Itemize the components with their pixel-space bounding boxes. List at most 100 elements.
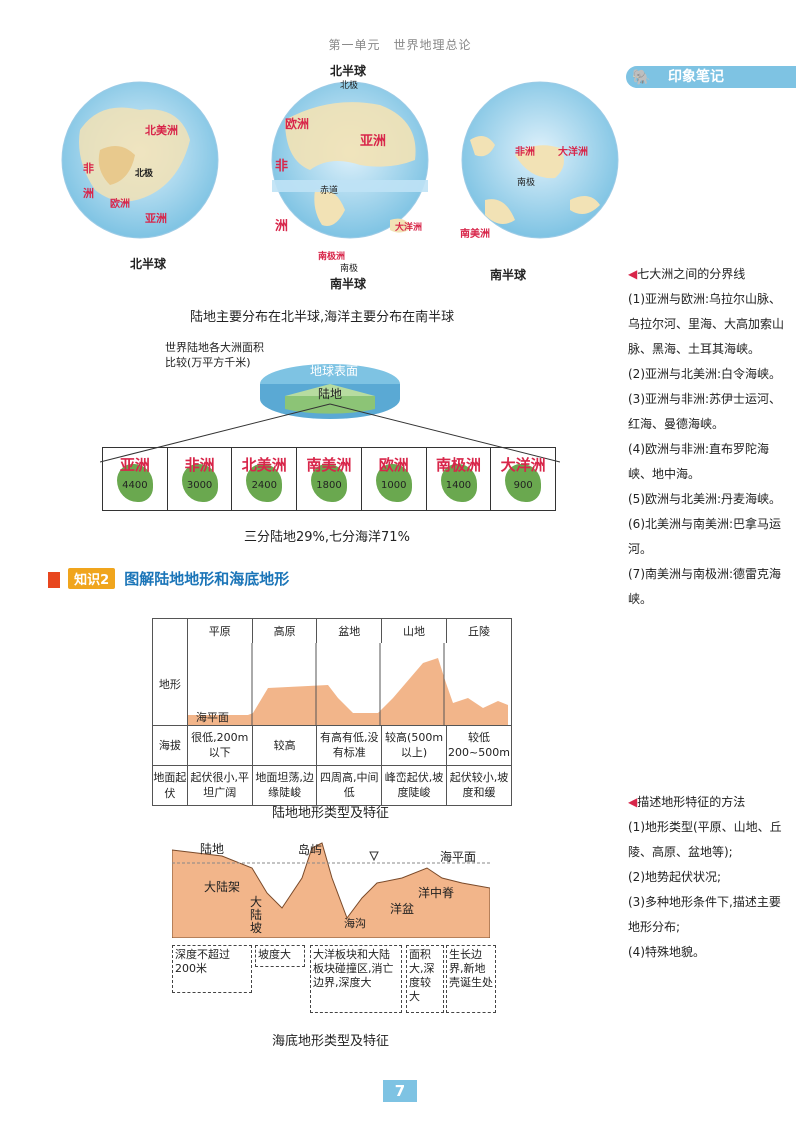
caption-land-landform: 陆地地形类型及特征 [272, 806, 390, 821]
triangle-icon: ◀ [628, 267, 638, 281]
note-item: (3)多种地形条件下,描述主要地形分布; [628, 895, 781, 934]
continent-shape [117, 464, 153, 502]
center-south-pole: 南极 [340, 264, 359, 274]
equator-globe [271, 81, 429, 239]
note2-list: (1)地形类型(平原、山地、丘陵、高原、盆地等);(2)地势起伏状况;(3)多种… [628, 815, 788, 965]
relief-cell: 起伏较小,坡度和缓 [445, 764, 513, 806]
sea-label-shelf: 大陆架 [204, 880, 241, 894]
continent-shape [375, 464, 412, 502]
note-item: (7)南美洲与南极洲:德雷克海峡。 [628, 567, 782, 606]
sea-label-slope: 大陆坡 [250, 895, 263, 935]
continent-shape [181, 464, 218, 502]
col-mountain: 山地 [381, 618, 447, 643]
seafloor-profile [172, 842, 490, 938]
col-plateau: 高原 [251, 618, 318, 643]
note1-title: 七大洲之间的分界线 [637, 267, 746, 281]
continent-cell: 南美洲 1800 [297, 448, 362, 510]
southern-hemisphere-globe [461, 81, 619, 239]
relief-cell: 四周高,中间低 [316, 764, 383, 806]
left-globe-title: 北半球 [130, 257, 167, 271]
page-number: 7 [383, 1080, 417, 1102]
continent-shape [505, 464, 542, 502]
land-landform-table: 平原 高原 盆地 山地 丘陵 地形 海平面 海拔 很低,200m以下较高有高有低… [152, 618, 513, 806]
continent-name: 亚洲 [119, 456, 150, 474]
continent-area: 1800 [316, 480, 342, 491]
note-item: (4)特殊地貌。 [628, 945, 705, 959]
triangle-icon: ◀ [628, 795, 638, 809]
elevation-cell: 较高 [251, 724, 318, 766]
note-continent-boundaries: ◀七大洲之间的分界线 (1)亚洲与欧洲:乌拉尔山脉、乌拉尔河、里海、大高加索山脉… [628, 262, 788, 612]
continent-cell: 大洋洲 900 [491, 448, 555, 510]
globe-label-africa-1: 非 [83, 162, 94, 175]
earth-disk-diagram [100, 364, 560, 463]
sea-label-basin: 洋盆 [390, 902, 415, 916]
page-header: 第一单元 世界地理总论 [328, 38, 472, 52]
sea-label-sea-level: 海平面 [440, 850, 477, 864]
box-slope: 坡度大 [255, 945, 305, 967]
continent-name: 南美洲 [306, 456, 352, 474]
relief-cell: 地面坦荡,边缘陡峻 [251, 764, 318, 806]
center-globe-top-title: 北半球 [330, 64, 367, 78]
continent-shape [311, 464, 348, 502]
elephant-icon: 🐘 [632, 68, 651, 86]
box-basin: 面积大,深度较大 [406, 945, 444, 1013]
globe-label-asia: 亚洲 [145, 212, 167, 225]
note-terrain-description: ◀描述地形特征的方法 (1)地形类型(平原、山地、丘陵、高原、盆地等);(2)地… [628, 790, 788, 965]
caption-seafloor: 海底地形类型及特征 [272, 1034, 390, 1049]
globe-label-africa-2: 洲 [83, 187, 94, 200]
continent-name: 非洲 [184, 456, 215, 474]
landform-profile-cell: 海平面 [186, 642, 513, 726]
note-item: (3)亚洲与非洲:苏伊士运河、红海、曼德海峡。 [628, 392, 782, 431]
knowledge-tag: 知识2 [68, 568, 116, 589]
notebook-title: 印象笔记 [668, 69, 724, 85]
center-north-pole: 北极 [340, 81, 359, 91]
note-item: (1)亚洲与欧洲:乌拉尔山脉、乌拉尔河、里海、大高加索山脉、黑海、土耳其海峡。 [628, 292, 785, 356]
sea-label-land: 陆地 [200, 842, 225, 856]
note-item: (5)欧洲与北美洲:丹麦海峡。 [628, 492, 782, 506]
continent-area: 3000 [186, 480, 213, 491]
elevation-cell: 较高(500m以上) [381, 724, 447, 766]
continent-area: 1400 [445, 480, 472, 491]
col-basin: 盆地 [316, 618, 383, 643]
center-label-antarctica: 南极洲 [318, 252, 346, 262]
caption-land-ocean: 三分陆地29%,七分海洋71% [244, 530, 410, 545]
continent-name: 大洋洲 [500, 456, 546, 474]
landform-profile [187, 642, 508, 725]
right-label-south-america: 南美洲 [460, 229, 490, 240]
continent-area: 900 [513, 480, 533, 491]
box-trench: 大洋板块和大陆板块碰撞区,消亡边界,深度大 [310, 945, 402, 1013]
relief-cell: 峰峦起伏,坡度陡峻 [381, 764, 447, 806]
northern-hemisphere-globe [61, 81, 219, 239]
disk-ocean-label: 海洋 [318, 348, 343, 362]
col-hill: 丘陵 [445, 618, 513, 643]
box-shelf: 深度不超过200米 [172, 945, 252, 993]
book-icon [48, 571, 60, 588]
continent-shape [440, 464, 477, 502]
disk-surface-label: 地球表面 [310, 364, 359, 378]
continent-name: 北美洲 [241, 456, 287, 474]
notebook-banner [626, 66, 796, 88]
caption-hemispheres: 陆地主要分布在北半球,海洋主要分布在南半球 [190, 310, 455, 325]
row-label-landform: 地形 [152, 642, 188, 726]
right-south-pole: 南极 [517, 178, 536, 188]
elevation-cell: 较低200~500m [445, 724, 513, 766]
disk-land-label: 陆地 [318, 387, 343, 401]
globe-label-north-pole: 北极 [135, 169, 154, 179]
sea-label-trench: 海沟 [344, 917, 366, 930]
center-equator: 赤道 [320, 186, 339, 196]
knowledge-section-header: 知识2 图解陆地地形和海底地形 [48, 568, 289, 590]
sea-label-ridge: 洋中脊 [418, 886, 455, 900]
continent-cell: 非洲 3000 [168, 448, 233, 510]
continent-name: 欧洲 [378, 456, 409, 474]
right-label-africa: 非洲 [515, 147, 535, 158]
globe-label-europe: 欧洲 [110, 199, 130, 210]
continent-cell: 欧洲 1000 [362, 448, 427, 510]
continent-area: 1000 [381, 480, 407, 491]
right-label-oceania: 大洋洲 [558, 147, 588, 158]
center-label-asia: 亚洲 [360, 134, 387, 149]
note-item: (4)欧洲与非洲:直布罗陀海峡、地中海。 [628, 442, 770, 481]
center-label-africa-1: 非 [275, 159, 289, 174]
